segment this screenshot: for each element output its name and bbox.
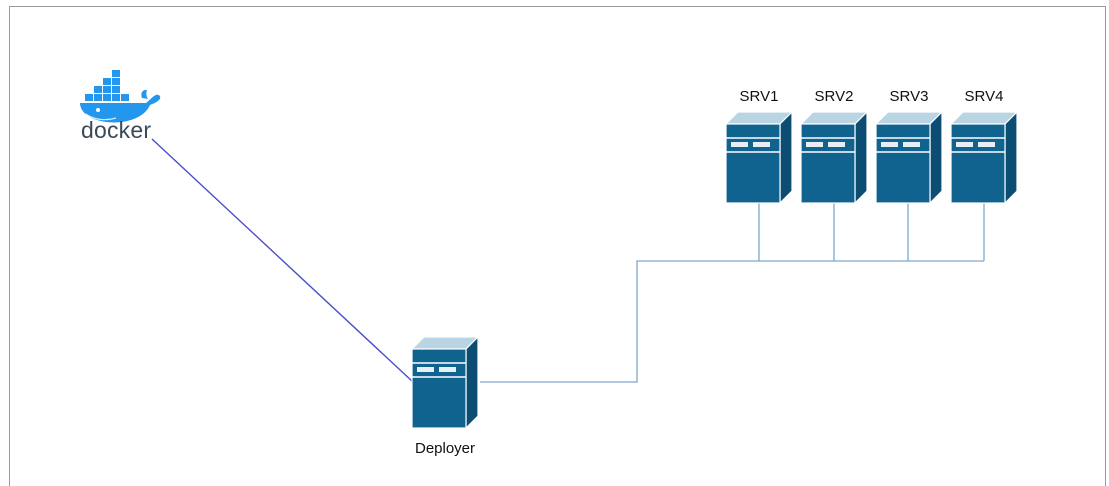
srv3-label: SRV3 [889,88,929,105]
srv2-server-icon[interactable] [800,111,868,204]
docker-logo-text: docker [81,117,152,143]
srv1-server-icon[interactable] [725,111,793,204]
srv4-label: SRV4 [964,88,1004,105]
srv4-server-icon[interactable] [950,111,1018,204]
srv2-label: SRV2 [814,88,854,105]
deployer-label: Deployer [414,440,476,457]
deployer-network-link [480,260,984,383]
deployer-server-icon[interactable] [411,336,479,429]
srv1-label: SRV1 [739,88,779,105]
diagram-frame [9,6,1106,486]
srv3-server-icon[interactable] [875,111,943,204]
docker-whale-icon [80,70,161,123]
docker-deployer-link [151,138,414,383]
